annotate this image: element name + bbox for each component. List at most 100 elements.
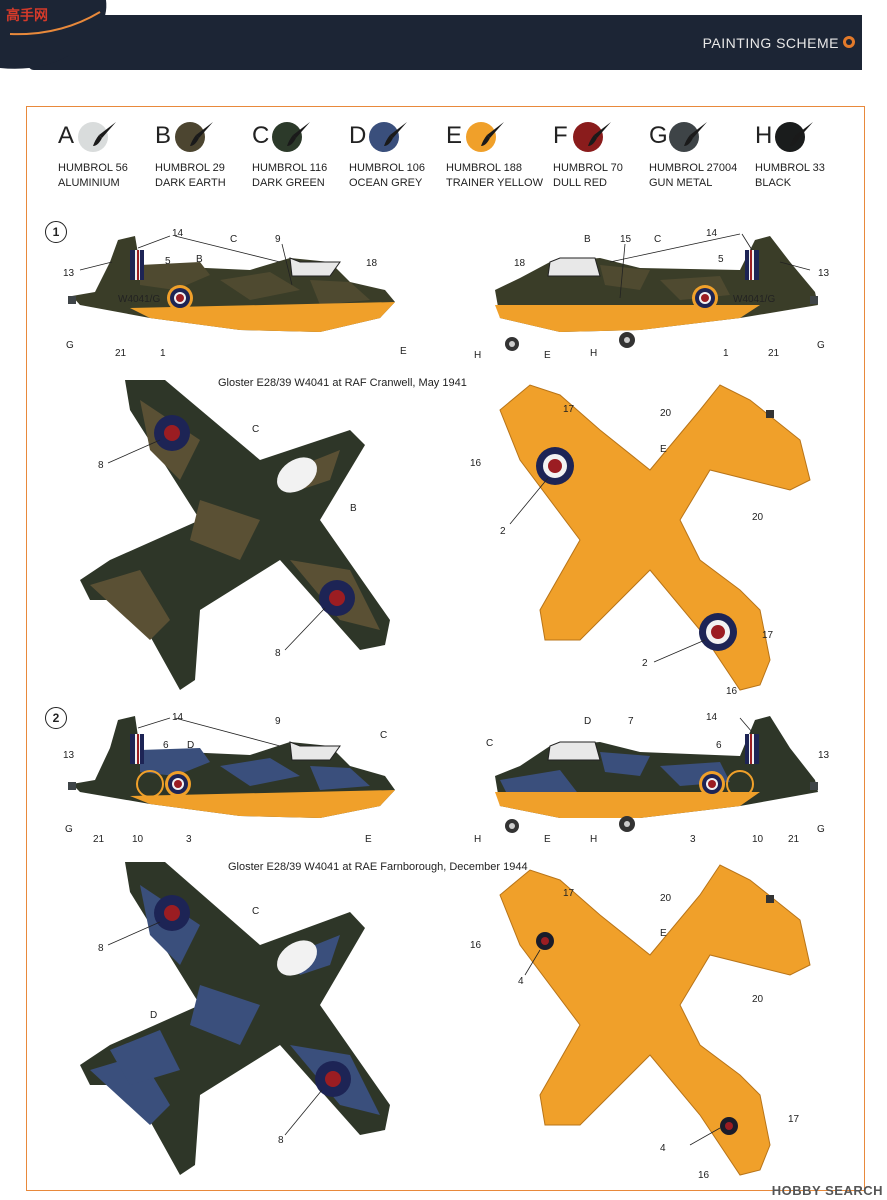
paint-ball-icon [175,122,205,152]
svg-text:高手网: 高手网 [6,7,48,23]
paint-code: HUMBROL 29 [155,162,225,174]
swatch-letter: E [446,122,463,149]
scheme-1-plan-bottom [499,384,811,691]
callout-label: 15 [620,234,632,245]
header: 高手网 PAINTING SCHEME [0,0,887,72]
scheme-2-plan-bottom [499,864,811,1176]
callout-label: 13 [818,750,830,761]
paintbrush-icon [481,122,504,146]
callout-label: 16 [698,1170,710,1181]
paint-code: HUMBROL 56 [58,162,128,174]
paint-name: TRAINER YELLOW [446,177,543,189]
site-logo: 高手网 [0,0,107,69]
callout-label: 18 [514,258,526,269]
paint-name: ALUMINIUM [58,177,120,189]
callout-label: 1 [160,348,166,359]
paint-ball-icon [573,122,603,152]
callout-label: 16 [726,686,738,697]
callout-label: 13 [818,268,830,279]
callout-label: H [474,834,482,845]
callout-label: E [660,928,667,939]
scheme-1-caption: Gloster E28/39 W4041 at RAF Cranwell, Ma… [218,377,467,389]
callout-label: 14 [706,712,718,723]
callout-label: 17 [563,888,575,899]
paint-ball-icon [272,122,302,152]
callout-label: C [252,906,260,917]
callout-label: 21 [115,348,127,359]
callout-label: 9 [275,716,281,727]
swatch-letter: C [252,122,270,149]
color-swatch-a: A HUMBROL 56 ALUMINIUM [58,122,158,192]
color-swatch-f: F HUMBROL 70 DULL RED [553,122,653,192]
scheme-2-number: 2 [45,707,67,729]
paint-code: HUMBROL 106 [349,162,426,174]
callout-label: G [817,824,825,835]
callout-label: 14 [172,228,184,239]
content-frame [26,106,865,1191]
callout-label: 21 [768,348,780,359]
callout-label: C [380,730,388,741]
callout-label: D [187,740,195,751]
callout-label: 10 [132,834,144,845]
callout-label: 4 [660,1143,666,1154]
callout-label: E [400,346,407,357]
paint-name: OCEAN GREY [349,177,423,189]
paint-ball-icon [369,122,399,152]
callout-label: 21 [93,834,105,845]
callout-label: D [584,716,592,727]
swatch-letter: B [155,122,172,149]
callout-label: 17 [788,1114,800,1125]
swatch-letter: A [58,122,75,149]
callout-label: 6 [163,740,169,751]
callout-label: 17 [762,630,774,641]
hobby-search-watermark: HOBBY SEARCH [771,1183,883,1198]
callout-label: 3 [186,834,192,845]
paint-code: HUMBROL 27004 [649,162,738,174]
callout-label: B [350,503,357,514]
paint-name: GUN METAL [649,177,713,189]
swatch-letter: H [755,122,773,149]
callout-label: G [66,340,74,351]
swatch-letter: G [649,122,668,149]
callout-label: G [817,340,825,351]
paintbrush-icon [684,122,707,146]
callout-label: C [654,234,662,245]
paintbrush-icon [287,122,310,146]
callout-label: 10 [752,834,764,845]
paint-code: HUMBROL 33 [755,162,825,174]
paintbrush-icon [384,122,407,146]
callout-label: G [65,824,73,835]
callout-label: 21 [788,834,800,845]
paint-name: DULL RED [553,177,607,189]
paint-ball-icon [669,122,699,152]
callout-label: 18 [366,258,378,269]
callout-label: 13 [63,750,75,761]
paintbrush-icon [790,122,813,146]
callout-label: W4041/G [118,294,161,305]
callout-label: E [660,444,667,455]
paint-name: DARK GREEN [252,177,325,189]
callout-label: H [474,350,482,361]
scheme-1-profile-left [68,236,395,332]
paint-ball-icon [78,122,108,152]
swatch-letter: D [349,122,367,149]
swatch-letter: F [553,122,568,149]
paint-code: HUMBROL 70 [553,162,623,174]
paintbrush-icon [190,122,213,146]
callout-label: 5 [165,256,171,267]
callout-label: 8 [278,1135,284,1146]
callout-label: 6 [716,740,722,751]
callout-label: 14 [706,228,718,239]
paint-code: HUMBROL 188 [446,162,523,174]
callout-label: E [544,350,551,361]
header-bar [28,15,862,70]
callout-label: H [590,834,598,845]
